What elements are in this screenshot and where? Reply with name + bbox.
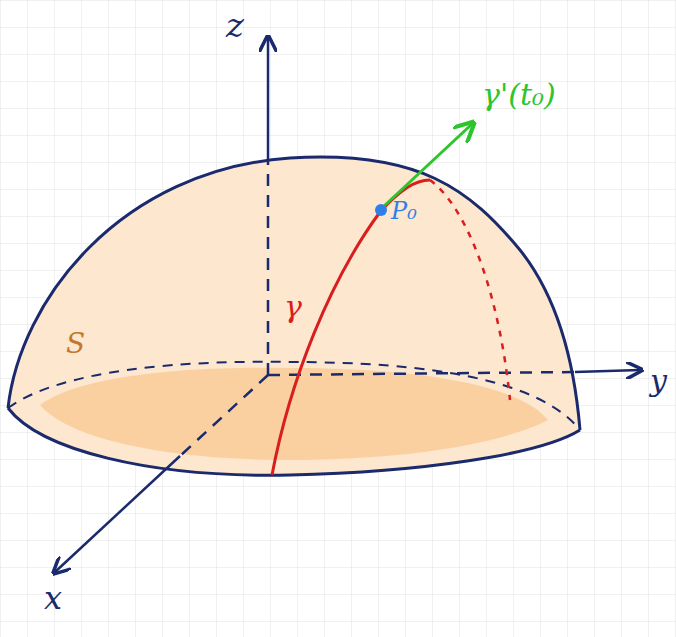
curve-label: γ [284, 292, 302, 322]
vector-label: γ'(t₀) [482, 80, 556, 110]
surface-label: S [66, 330, 85, 358]
axis-label: x [44, 582, 62, 614]
point-label: P₀ [391, 199, 417, 223]
axis-label: z [226, 8, 244, 42]
axis-label: y [650, 366, 667, 396]
